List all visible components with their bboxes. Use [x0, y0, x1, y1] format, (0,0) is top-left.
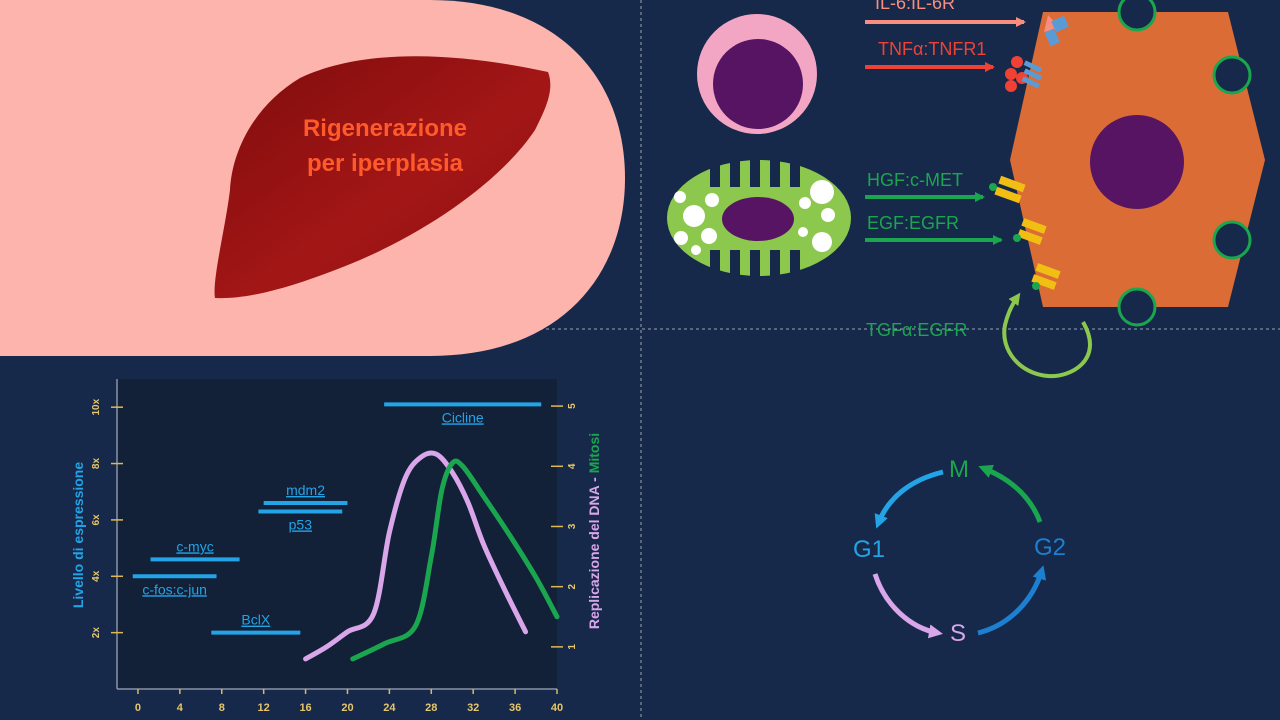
x-tick-label: 24 [383, 702, 396, 714]
g1-to-s-arrow [872, 573, 943, 639]
x-tick-label: 40 [551, 702, 563, 714]
liver-title-line2: per iperplasia [307, 150, 464, 177]
liver-panel: Rigenerazione per iperplasia [0, 0, 625, 356]
il6-label: IL-6:IL-6R [875, 0, 955, 13]
expression-bar-label-c-myc: c-myc [176, 538, 213, 554]
hgf-label: HGF:c-MET [867, 170, 963, 190]
right-axis-label: Replicazione del DNA - Mitosi [586, 433, 602, 629]
egf-receptor-icon [1013, 218, 1047, 245]
left-tick-label: 6x [91, 514, 102, 526]
left-axis-label: Livello di espressione [70, 462, 86, 608]
phase-m-label: M [949, 456, 969, 483]
x-tick-label: 12 [258, 702, 270, 714]
m-to-g1-arrow [874, 469, 944, 529]
phase-g2-label: G2 [1034, 534, 1066, 561]
expression-bar-label-cicline: Cicline [442, 409, 484, 425]
liver-icon [214, 56, 551, 299]
phase-s-label: S [950, 620, 966, 647]
dna-replication-curve [303, 450, 529, 662]
right-axis-label-mitosi: Mitosi [586, 433, 602, 473]
expression-bar-label-mdm2: mdm2 [286, 482, 325, 498]
right-tick-label: 4 [567, 463, 578, 469]
il6-receptor-icon [1044, 15, 1069, 47]
right-tick-label: 1 [567, 644, 578, 650]
right-tick-label: 2 [567, 583, 578, 589]
tnf-label: TNFα:TNFR1 [878, 39, 986, 59]
g2-to-m-arrow [978, 464, 1043, 523]
tnf-receptor-icon [1005, 56, 1043, 92]
s-to-g2-arrow [977, 565, 1047, 636]
x-tick-label: 0 [135, 702, 141, 714]
tgf-label: TGFα:EGFR [866, 320, 967, 340]
x-tick-label: 20 [341, 702, 353, 714]
cell-cycle-panel: M G1 G2 S [853, 456, 1066, 647]
kupffer-nucleus-icon [713, 39, 803, 129]
expression-bar-label-bclx: BclX [241, 612, 270, 628]
left-tick-label: 10x [91, 398, 102, 415]
phase-g1-label: G1 [853, 536, 885, 563]
x-tick-label: 32 [467, 702, 479, 714]
x-tick-label: 28 [425, 702, 437, 714]
right-tick-label: 5 [567, 403, 578, 409]
tgf-autocrine-arrow [1002, 292, 1092, 379]
hepatocyte-icon [1010, 0, 1265, 327]
left-tick-label: 8x [91, 458, 102, 470]
x-tick-label: 4 [177, 702, 184, 714]
stellate-cell-icon [667, 159, 851, 278]
liver-title-line1: Rigenerazione [303, 115, 467, 142]
tgf-receptor-icon [1031, 263, 1061, 290]
right-axis-label-dna: Replicazione del DNA [586, 485, 602, 629]
signalling-panel: IL-6:IL-6R TNFα:TNFR1 HGF:c-MET EGF:EGFR… [667, 0, 1265, 379]
expression-bar-label-c-fos-c-jun: c-fos:c-jun [142, 581, 207, 597]
left-tick-label: 2x [91, 627, 102, 639]
right-tick-label: 3 [567, 523, 578, 529]
hgf-receptor-icon [989, 175, 1026, 204]
x-tick-label: 8 [219, 702, 225, 714]
x-tick-label: 36 [509, 702, 521, 714]
x-tick-label: 16 [299, 702, 311, 714]
expression-bar-label-p53: p53 [289, 516, 313, 532]
right-axis-label-separator: - [586, 473, 602, 485]
mitosis-curve [350, 458, 560, 662]
egf-label: EGF:EGFR [867, 213, 959, 233]
left-tick-label: 4x [91, 570, 102, 582]
